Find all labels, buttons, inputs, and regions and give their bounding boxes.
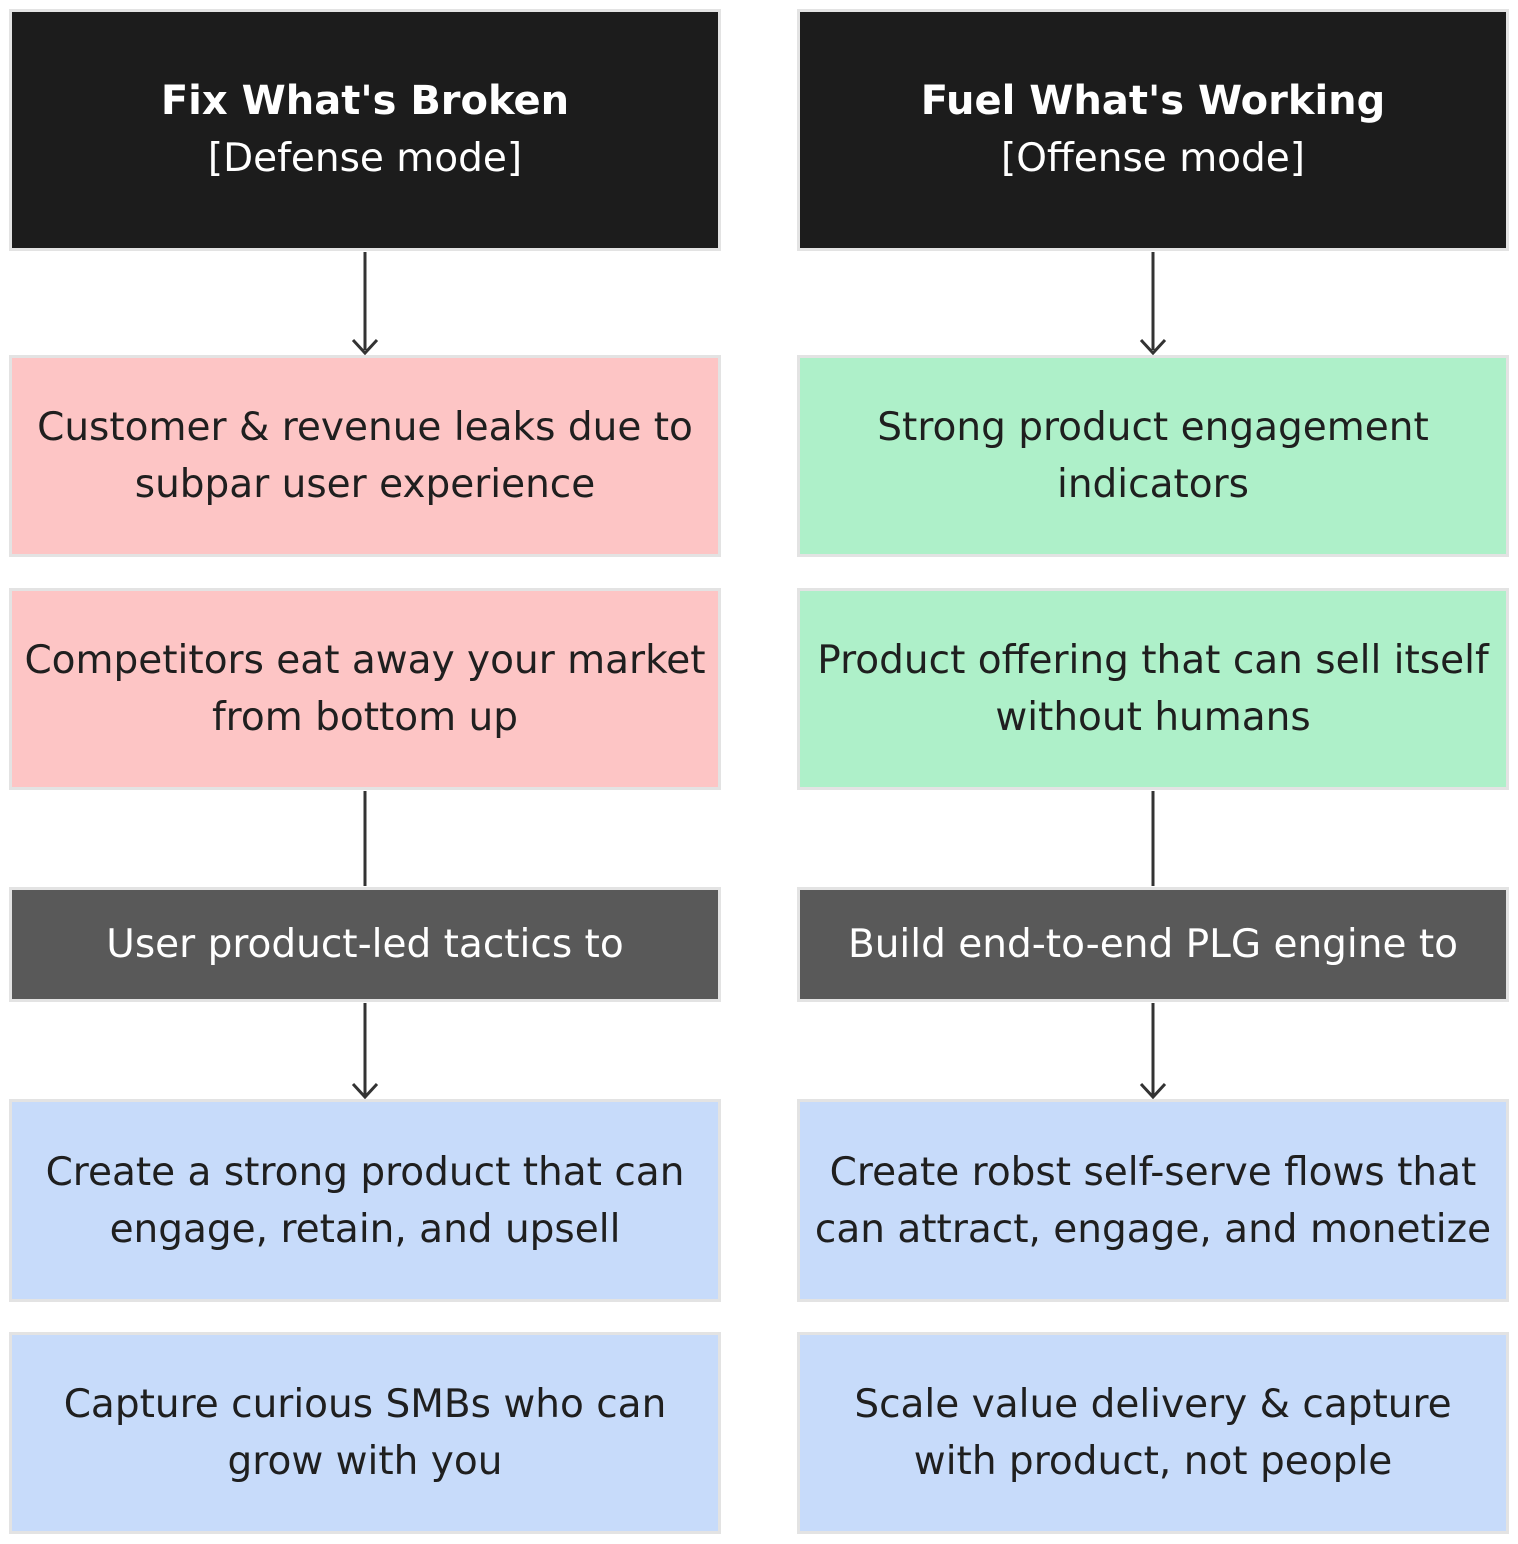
left-outcome-text-2: Capture curious SMBs who can grow with y… [63, 1382, 667, 1484]
left-tactic-text: User product-led tactics to [106, 922, 624, 967]
right-problem-text-2: Product offering that can sell itself wi… [817, 638, 1489, 740]
left-outcome-node-2: Capture curious SMBs who can grow with y… [9, 1332, 721, 1534]
left-problem-text-2: Competitors eat away your market from bo… [24, 638, 706, 740]
right-tactic-text: Build end-to-end PLG engine to [847, 922, 1459, 967]
right-outcome-node-2: Scale value delivery & capture with prod… [797, 1332, 1509, 1534]
left-header-to-problems-arrow [351, 252, 379, 356]
right-outcome-node-1: Create robst self-serve flows that can a… [797, 1099, 1509, 1302]
left-problem-node-2: Competitors eat away your market from bo… [9, 588, 721, 790]
left-problem-node-1: Customer & revenue leaks due to subpar u… [9, 355, 721, 557]
left-problem-text-1: Customer & revenue leaks due to subpar u… [37, 405, 693, 507]
right-outcome-text-1: Create robst self-serve flows that can a… [814, 1149, 1492, 1252]
right-tactic-node: Build end-to-end PLG engine to [797, 887, 1509, 1002]
right-problem-node-2: Product offering that can sell itself wi… [797, 588, 1509, 790]
right-tactic-to-outcomes-arrow [1139, 1003, 1167, 1100]
left-tactic-to-outcomes-arrow [351, 1003, 379, 1100]
left-header-node: Fix What's Broken [Defense mode] [9, 9, 721, 251]
right-header-to-problems-arrow [1139, 252, 1167, 356]
left-tactic-node: User product-led tactics to [9, 887, 721, 1002]
right-header-subtitle: [Offense mode] [1000, 136, 1306, 181]
left-header-subtitle: [Defense mode] [207, 136, 523, 181]
left-outcome-node-1: Create a strong product that can engage,… [9, 1099, 721, 1302]
left-header-title: Fix What's Broken [160, 78, 570, 124]
right-outcome-text-2: Scale value delivery & capture with prod… [854, 1382, 1452, 1484]
right-header-node: Fuel What's Working [Offense mode] [797, 9, 1509, 251]
right-problem-text-1: Strong product engagement indicators [877, 405, 1429, 507]
left-outcome-text-1: Create a strong product that can engage,… [45, 1149, 685, 1252]
right-problem-node-1: Strong product engagement indicators [797, 355, 1509, 557]
right-header-title: Fuel What's Working [920, 78, 1386, 124]
